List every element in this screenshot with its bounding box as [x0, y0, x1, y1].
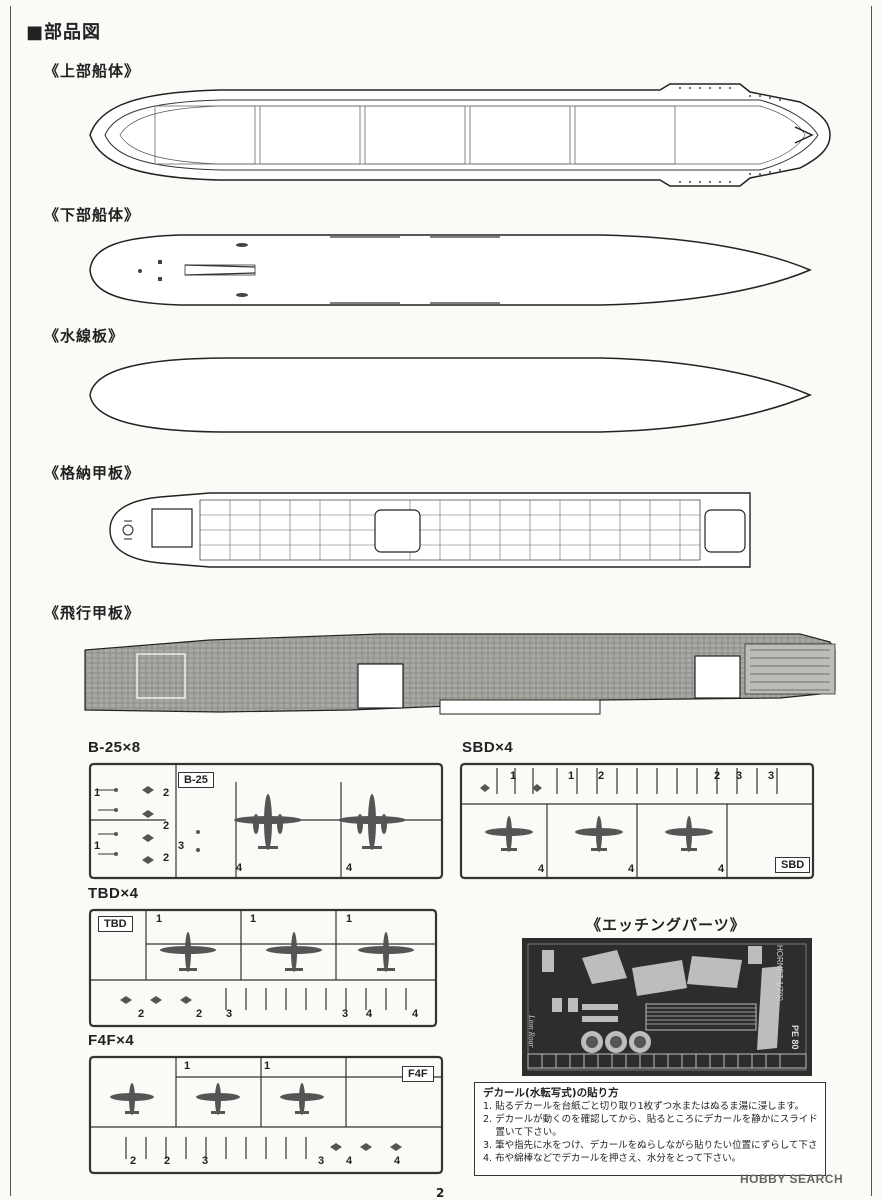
part-number: 2 — [130, 1155, 137, 1167]
part-number: 4 — [346, 1155, 353, 1167]
page-number: 2 — [436, 1186, 445, 1200]
part-number: 4 — [366, 1008, 373, 1020]
sbd-sprue-frame — [459, 762, 815, 880]
part-number: 4 — [346, 862, 353, 874]
part-number: 4 — [628, 863, 635, 875]
etching-parts-title: 《エッチングパーツ》 — [586, 916, 746, 934]
part-number: 1 — [510, 770, 517, 782]
etching-code: PE 80 — [790, 1025, 800, 1050]
part-number: 1 — [156, 913, 163, 925]
part-number: 3 — [342, 1008, 349, 1020]
section-label-upper-hull: 《上部船体》 — [44, 62, 141, 80]
upper-hull-drawing — [89, 83, 831, 187]
page-border — [10, 6, 872, 1196]
hangar-deck-drawing — [109, 492, 751, 568]
part-number: 2 — [164, 1155, 171, 1167]
part-number: 1 — [94, 840, 101, 852]
section-label-lower-hull: 《下部船体》 — [44, 206, 141, 224]
part-number: 1 — [184, 1060, 191, 1072]
part-number: 3 — [318, 1155, 325, 1167]
decal-step: 3. 筆や指先に水をつけ、デカールをぬらしながら貼りたい位置にずらして下さい。 — [483, 1140, 817, 1151]
part-number: 3 — [202, 1155, 209, 1167]
decal-instructions-box: デカール(水転写式)の貼り方 1. 貼るデカールを台紙ごと切り取り1枚ずつ水また… — [474, 1082, 826, 1176]
part-number: 3 — [226, 1008, 233, 1020]
part-number: 2 — [163, 820, 170, 832]
lower-hull-drawing — [89, 234, 812, 306]
sprue-title-sbd: SBD×4 — [462, 739, 514, 756]
part-number: 4 — [394, 1155, 401, 1167]
part-number: 2 — [196, 1008, 203, 1020]
part-number: 2 — [163, 787, 170, 799]
etching-parts-sheet — [522, 938, 812, 1076]
sprue-title-b25: B-25×8 — [88, 739, 141, 756]
page-heading: ■部品図 — [26, 22, 102, 43]
flight-deck-drawing — [84, 633, 836, 715]
tbd-sprue-frame — [88, 908, 438, 1028]
part-number: 1 — [250, 913, 257, 925]
sprue-tag-b25: B-25 — [178, 772, 214, 788]
part-number: 2 — [598, 770, 605, 782]
etching-side-text: HORNET 1/700 — [775, 945, 784, 1001]
decal-step: 置いて下さい。 — [483, 1127, 562, 1138]
waterline-plate-drawing — [89, 357, 812, 433]
part-number: 3 — [768, 770, 775, 782]
part-number: 3 — [736, 770, 743, 782]
part-number: 3 — [178, 840, 185, 852]
part-number: 2 — [163, 852, 170, 864]
part-number: 4 — [236, 862, 243, 874]
b25-sprue-frame — [88, 762, 444, 880]
sprue-title-f4f: F4F×4 — [88, 1032, 135, 1049]
section-label-flight-deck: 《飛行甲板》 — [44, 604, 141, 622]
part-number: 2 — [714, 770, 721, 782]
part-number: 4 — [538, 863, 545, 875]
part-number: 4 — [412, 1008, 419, 1020]
f4f-sprue-frame — [88, 1055, 444, 1175]
part-number: 1 — [346, 913, 353, 925]
sprue-title-tbd: TBD×4 — [88, 885, 139, 902]
sprue-tag-f4f: F4F — [402, 1066, 434, 1082]
part-number: 1 — [94, 787, 101, 799]
part-number: 4 — [718, 863, 725, 875]
section-label-hangar-deck: 《格納甲板》 — [44, 464, 141, 482]
decal-step: 2. デカールが動くのを確認してから、貼るところにデカールを静かにスライドし、 — [483, 1114, 817, 1125]
section-label-waterline: 《水線板》 — [44, 327, 125, 345]
watermark: HOBBY SEARCH — [740, 1172, 844, 1186]
decal-step: 4. 布や綿棒などでデカールを押さえ、水分をとって下さい。 — [483, 1153, 742, 1164]
decal-step: 1. 貼るデカールを台紙ごと切り取り1枚ずつ水またはぬるま湯に浸します。 — [483, 1101, 805, 1112]
sprue-tag-sbd: SBD — [775, 857, 811, 873]
part-number: 1 — [264, 1060, 271, 1072]
sprue-tag-tbd: TBD — [98, 916, 133, 932]
etching-brand: Lion Roar — [527, 1015, 536, 1048]
part-number: 2 — [138, 1008, 145, 1020]
part-number: 1 — [568, 770, 575, 782]
decal-instructions-title: デカール(水転写式)の貼り方 — [483, 1087, 619, 1099]
